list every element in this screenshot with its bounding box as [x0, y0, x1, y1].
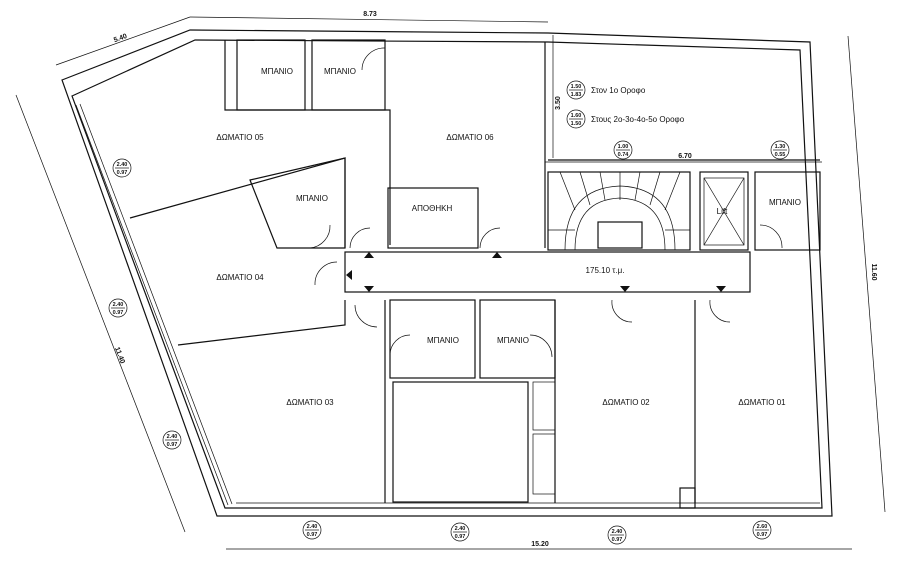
- window-tag-top: 2.40: [612, 529, 623, 535]
- window-tag: 2.40 0.97: [302, 520, 322, 540]
- window-tag: 2.40 0.97: [112, 158, 132, 178]
- window-tag-circle: [108, 298, 128, 318]
- legend-item: 1.50 1.83 Στον 1ο Οροφο: [566, 80, 646, 100]
- corridor-markers: [346, 252, 726, 292]
- room-05-label: ΔΩΜΑΤΙΟ 05: [216, 133, 264, 142]
- dim-mid-right: 6.70: [678, 153, 692, 160]
- window-tag-bottom: 0.97: [167, 442, 178, 448]
- window-tag-circle: [613, 140, 633, 160]
- window-tag-top: 1.00: [618, 144, 629, 150]
- staircase: [548, 171, 690, 251]
- window-tag: 2.60 0.97: [752, 520, 772, 540]
- legend-text: Στους 2ο-3ο-4ο-5ο Οροφο: [591, 115, 685, 124]
- bath-top-1-label: ΜΠΑΝΙΟ: [261, 67, 293, 76]
- bath-bottom-1-label: ΜΠΑΝΙΟ: [427, 336, 459, 345]
- legend-tag-top: 1.50: [571, 84, 582, 90]
- window-tag-top: 2.40: [117, 162, 128, 168]
- window-tag-bottom: 0.97: [117, 170, 128, 176]
- dim-vertical-small: 3.50: [555, 96, 562, 110]
- room-labels: ΜΠΑΝΙΟ ΜΠΑΝΙΟ ΔΩΜΑΤΙΟ 05 ΔΩΜΑΤΙΟ 06 ΜΠΑΝ…: [216, 67, 801, 407]
- dim-top: 8.73: [363, 11, 377, 18]
- window-tag-bottom: 0.97: [307, 532, 318, 538]
- window-tag-bottom: 0.97: [455, 534, 466, 540]
- window-tags: 2.40 0.97 2.40 0.97 2.40 0.97 2.40 0.97 …: [108, 140, 790, 545]
- dim-top-left: 5.40: [113, 33, 128, 44]
- window-tag-bottom: 0.97: [757, 532, 768, 538]
- storage-label: ΑΠΟΘΗΚΗ: [412, 204, 453, 213]
- room-06-label: ΔΩΜΑΤΙΟ 06: [446, 133, 494, 142]
- dimension-lines: 5.40 8.73 3.50 6.70 11.60 11.40 15.20: [15, 11, 886, 550]
- window-tag: 2.40 0.97: [607, 525, 627, 545]
- legend-item: 1.60 1.50 Στους 2ο-3ο-4ο-5ο Οροφο: [566, 109, 685, 129]
- window-tag-circle: [607, 525, 627, 545]
- window-tag-circle: [302, 520, 322, 540]
- window-tag-top: 2.40: [455, 526, 466, 532]
- legend-tag-bottom: 1.50: [571, 121, 582, 127]
- window-tag: 1.30 0.55: [770, 140, 790, 160]
- window-tag-circle: [112, 158, 132, 178]
- legend-tag-bottom: 1.83: [571, 92, 582, 98]
- window-tag-top: 2.40: [167, 434, 178, 440]
- window-tag-circle: [770, 140, 790, 160]
- legend: 1.50 1.83 Στον 1ο Οροφο 1.60 1.50 Στους …: [566, 80, 685, 129]
- window-tag-circle: [162, 430, 182, 450]
- lift-label: Lift: [717, 207, 728, 216]
- room-04-label: ΔΩΜΑΤΙΟ 04: [216, 273, 264, 282]
- room-01-label: ΔΩΜΑΤΙΟ 01: [738, 398, 786, 407]
- window-tag-bottom: 0.55: [775, 152, 786, 158]
- dim-right: 11.60: [870, 263, 877, 280]
- window-tag-top: 2.40: [307, 524, 318, 530]
- window-tag-top: 1.30: [775, 144, 786, 150]
- window-tag: 2.40 0.97: [108, 298, 128, 318]
- bath-top-2-label: ΜΠΑΝΙΟ: [324, 67, 356, 76]
- outer-walls: [61, 29, 833, 517]
- window-tag-top: 2.60: [757, 524, 768, 530]
- window-tag-top: 2.40: [113, 302, 124, 308]
- bath-bottom-2-label: ΜΠΑΝΙΟ: [497, 336, 529, 345]
- area-label: 175.10 τ.μ.: [586, 266, 625, 275]
- window-tag-bottom: 0.97: [612, 537, 623, 543]
- bath-04-label: ΜΠΑΝΙΟ: [296, 194, 328, 203]
- window-tag: 2.40 0.97: [162, 430, 182, 450]
- bath-right-label: ΜΠΑΝΙΟ: [769, 198, 801, 207]
- window-tag: 1.00 0.74: [613, 140, 633, 160]
- window-tag-bottom: 0.97: [113, 310, 124, 316]
- interior-walls: [129, 39, 821, 509]
- window-tag: 2.40 0.97: [450, 522, 470, 542]
- legend-tag-top: 1.60: [571, 113, 582, 119]
- legend-text: Στον 1ο Οροφο: [591, 86, 646, 95]
- room-03-label: ΔΩΜΑΤΙΟ 03: [286, 398, 334, 407]
- window-tag-bottom: 0.74: [618, 152, 630, 158]
- room-02-label: ΔΩΜΑΤΙΟ 02: [602, 398, 650, 407]
- dim-left: 11.40: [113, 346, 126, 365]
- window-tag-circle: [450, 522, 470, 542]
- window-tag-circle: [752, 520, 772, 540]
- dim-bottom: 15.20: [531, 541, 549, 548]
